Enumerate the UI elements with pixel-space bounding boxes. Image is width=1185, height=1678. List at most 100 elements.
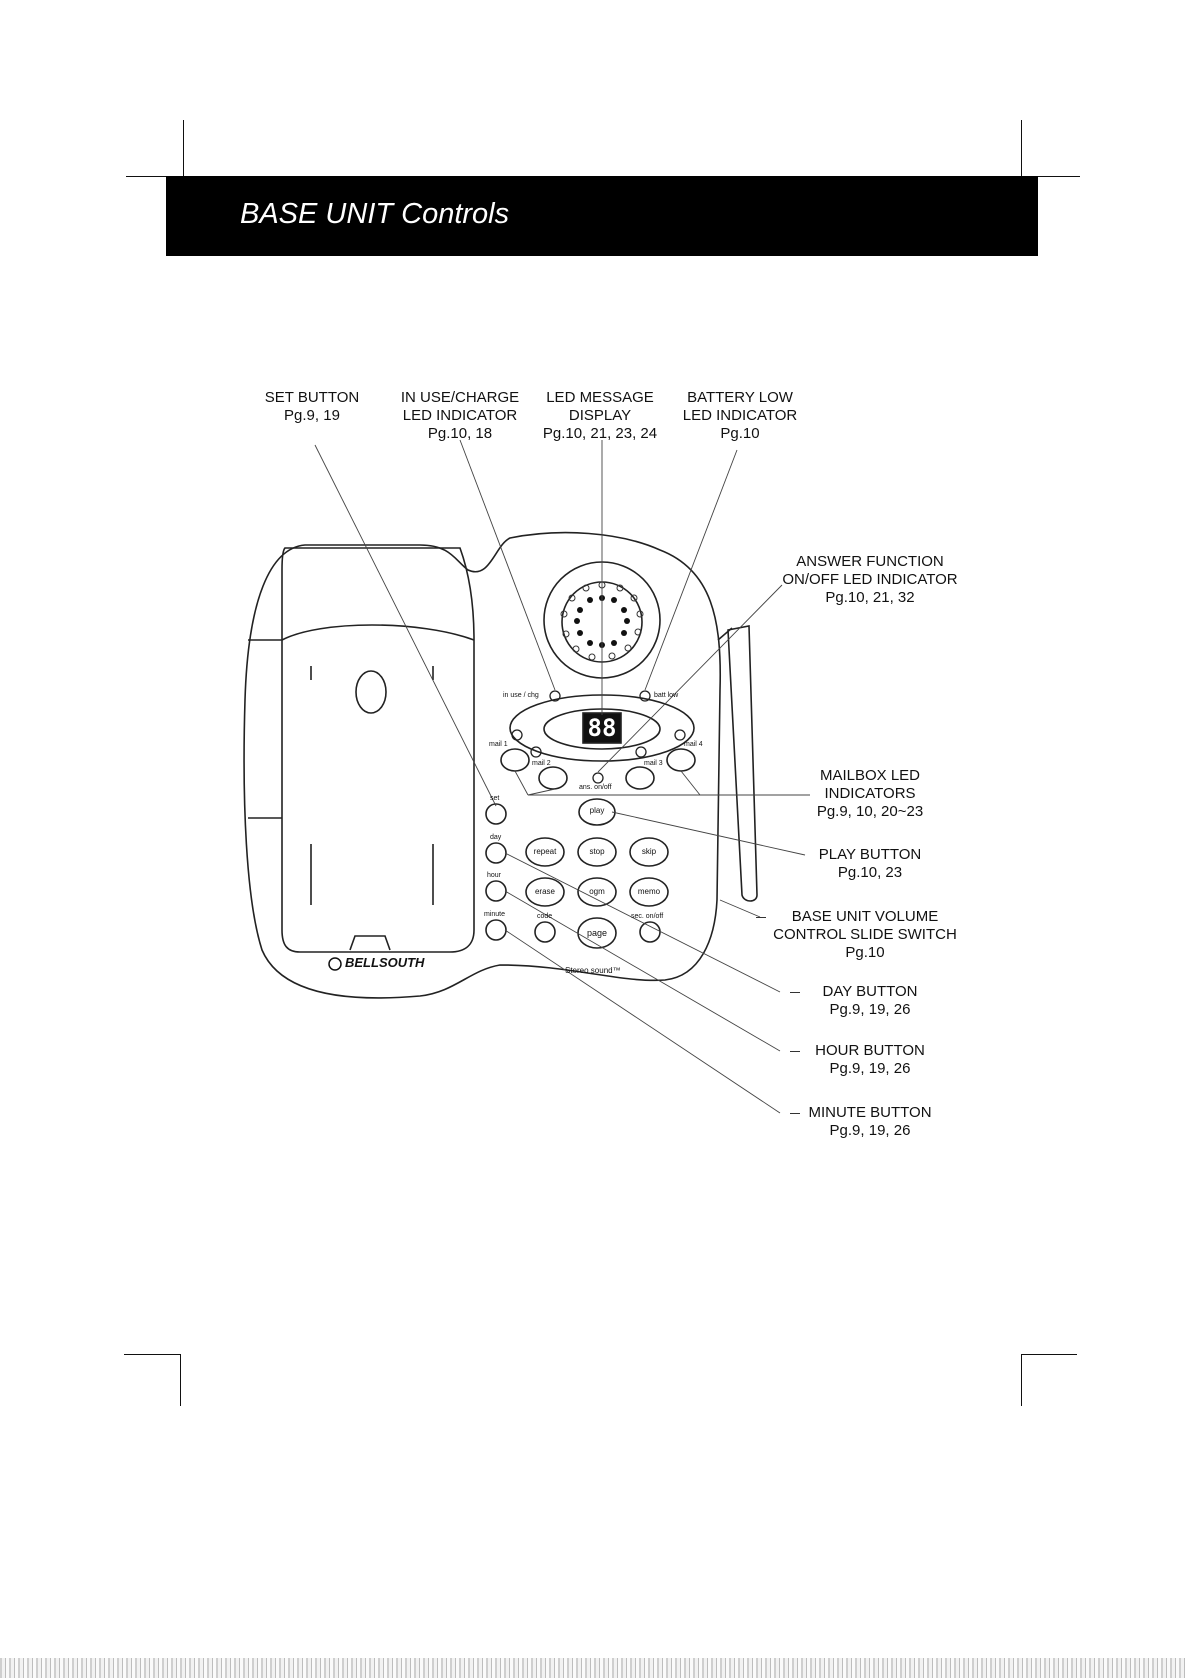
day-label: day [490,834,502,841]
page-title: BASE UNIT Controls [240,198,510,230]
callout-pages: Pg.9, 10, 20~23 [816,803,924,820]
callout-pages: Pg.9, 19, 26 [829,1001,911,1018]
callout-answer-function: ANSWER FUNCTION ON/OFF LED INDICATOR Pg.… [775,553,965,607]
skip-button-label[interactable]: skip [641,847,657,856]
callout-line: ON/OFF LED INDICATOR [782,571,958,588]
callout-line: CONTROL SLIDE SWITCH [773,926,957,943]
mail2-button [538,766,568,790]
mail2-led [530,746,542,758]
page-button-label[interactable]: page [586,928,608,938]
callout-dash [756,917,766,918]
mail3-label: mail 3 [644,760,663,767]
erase-button-label[interactable]: erase [534,887,555,896]
ogm-button [577,877,617,907]
ans-on-off-label: ans. on/off [579,784,612,791]
stereo-sound-label: Stereo sound™ [565,966,621,975]
mail3-led [635,746,647,758]
mail4-led [674,729,686,741]
callout-hour-button: HOUR BUTTON Pg.9, 19, 26 [800,1042,940,1078]
callout-line: INDICATORS [824,785,916,802]
skip-button [629,837,669,867]
callout-minute-button: MINUTE BUTTON Pg.9, 19, 26 [800,1104,940,1140]
callout-led-message: LED MESSAGE DISPLAY Pg.10, 21, 23, 24 [530,389,670,443]
cradle-oval [355,670,387,714]
mail4-label: mail 4 [684,741,703,748]
callout-title: MINUTE BUTTON [808,1104,932,1121]
callout-pages: Pg.10, 18 [427,425,493,442]
code-label: code [537,913,553,920]
callout-line: BATTERY LOW [687,389,793,406]
repeat-button-label[interactable]: repeat [533,847,557,856]
hour-button [485,880,507,902]
callout-line: BASE UNIT VOLUME [791,908,939,925]
callout-line: LED INDICATOR [682,407,798,424]
minute-label: minute [484,911,506,918]
crop-mark-bottom-right-vertical [1021,1354,1022,1406]
callout-pages: Pg.10 [720,425,760,442]
callout-battery-low: BATTERY LOW LED INDICATOR Pg.10 [670,389,810,443]
batt-low-label: batt low [654,692,679,699]
callout-line: ANSWER FUNCTION [796,553,944,570]
scan-noise-strip [0,1658,1185,1678]
crop-mark-bottom-left-vertical [180,1354,181,1406]
led-display [582,712,622,744]
callout-line: IN USE/CHARGE [400,389,520,406]
callout-pages: Pg.10, 23 [837,864,903,881]
callout-line: MAILBOX LED [819,767,921,784]
callout-pages: Pg.10, 21, 32 [825,589,915,606]
crop-mark-top-right-horizontal [1038,176,1080,177]
mail3-button [625,766,655,790]
handset-cradle [281,547,475,953]
callout-pages: Pg.10 [845,944,885,961]
callout-pages: Pg.9, 19 [284,407,340,424]
sec-button [639,921,661,943]
callout-dash [790,992,800,993]
erase-button [525,877,565,907]
mail1-label: mail 1 [489,741,508,748]
crop-mark-bottom-right-horizontal [1021,1354,1077,1355]
display-digits: 88 [587,714,617,742]
callout-set-button: SET BUTTON Pg.9, 19 [252,389,372,425]
ogm-button-label[interactable]: ogm [589,887,605,896]
crop-mark-top-left-vertical [183,120,184,177]
section-header: BASE UNIT Controls [166,176,1038,256]
cradle-inner-curve [281,624,475,641]
mail2-label: mail 2 [532,760,551,767]
set-label: set [490,795,500,802]
callout-title: HOUR BUTTON [815,1042,925,1059]
repeat-button [525,837,565,867]
callout-pages: Pg.10, 21, 23, 24 [542,425,658,442]
in-use-led [549,690,561,702]
hour-label: hour [487,872,502,879]
crop-mark-top-right-vertical [1021,120,1022,177]
batt-low-led [639,690,651,702]
sec-on-off-label: sec. on/off [631,913,664,920]
play-button [578,798,616,826]
callout-title: SET BUTTON [264,389,360,406]
ans-led [592,772,604,784]
crop-mark-top-left-horizontal [126,176,168,177]
cradle-slot [349,935,391,951]
in-use-chg-label: in use / chg [503,692,539,699]
stop-button-label[interactable]: stop [589,847,605,856]
mail1-led [511,729,523,741]
mail4-button [666,748,696,772]
stop-button [577,837,617,867]
day-button [485,842,507,864]
callout-day-button: DAY BUTTON Pg.9, 19, 26 [800,983,940,1019]
callout-dash [790,1051,800,1052]
callout-title: DAY BUTTON [822,983,918,1000]
set-button [485,803,507,825]
mail1-button [500,748,530,772]
callout-in-use-charge: IN USE/CHARGE LED INDICATOR Pg.10, 18 [390,389,530,443]
callout-title: PLAY BUTTON [818,846,922,863]
play-button-label[interactable]: play [589,806,605,815]
minute-button [485,919,507,941]
callout-line: LED MESSAGE [546,389,654,406]
memo-button-label[interactable]: memo [637,887,661,896]
base-unit-body [243,531,722,999]
callout-pages: Pg.9, 19, 26 [829,1060,911,1077]
brand-label: BELLSOUTH [345,955,425,970]
callout-line: LED INDICATOR [402,407,518,424]
